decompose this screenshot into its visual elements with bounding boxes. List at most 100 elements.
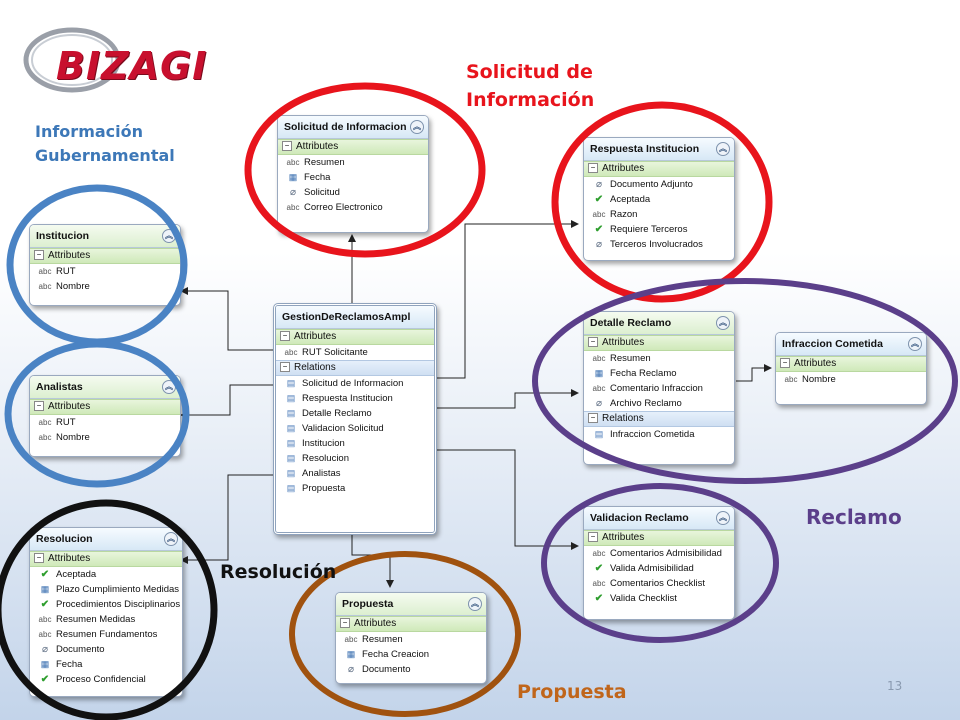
attributes-section[interactable]: −Attributes bbox=[30, 248, 180, 264]
attribute-row[interactable]: ✔Aceptada bbox=[30, 567, 182, 582]
attribute-row[interactable]: ▦Fecha Creacion bbox=[336, 647, 486, 662]
collapse-icon[interactable]: ︽ bbox=[164, 532, 178, 546]
attribute-row[interactable]: ✔Aceptada bbox=[584, 192, 734, 207]
check-icon: ✔ bbox=[594, 563, 604, 574]
attributes-section[interactable]: −Attributes bbox=[278, 139, 428, 155]
attribute-row[interactable]: ⌀Archivo Reclamo bbox=[584, 396, 734, 411]
relation-row[interactable]: ▤Analistas bbox=[276, 466, 434, 481]
attributes-section[interactable]: −Attributes bbox=[584, 335, 734, 351]
minus-icon: − bbox=[282, 141, 292, 152]
relation-row[interactable]: ▤Infraccion Cometida bbox=[584, 427, 734, 442]
abc-icon: abc bbox=[592, 210, 606, 219]
collapse-icon[interactable]: ︽ bbox=[908, 337, 922, 351]
relation-row[interactable]: ▤Detalle Reclamo bbox=[276, 406, 434, 421]
logo-text: BIZAGI bbox=[56, 44, 208, 88]
relation-row[interactable]: ▤Validacion Solicitud bbox=[276, 421, 434, 436]
collapse-icon[interactable]: ︽ bbox=[716, 511, 730, 525]
attribute-row[interactable]: ⌀Solicitud bbox=[278, 185, 428, 200]
attributes-section[interactable]: −Attributes bbox=[30, 399, 180, 415]
collapse-icon[interactable]: ︽ bbox=[716, 316, 730, 330]
attributes-section[interactable]: −Attributes bbox=[30, 551, 182, 567]
attribute-name: RUT bbox=[56, 417, 76, 428]
attribute-row[interactable]: ✔Requiere Terceros bbox=[584, 222, 734, 237]
attribute-name: Documento bbox=[56, 644, 105, 655]
attribute-name: Comentario Infraccion bbox=[610, 383, 703, 394]
relation-row[interactable]: ▤Propuesta bbox=[276, 481, 434, 496]
relation-row[interactable]: ▤Institucion bbox=[276, 436, 434, 451]
attribute-row[interactable]: ⌀Documento bbox=[336, 662, 486, 677]
attribute-row[interactable]: ⌀Terceros Involucrados bbox=[584, 237, 734, 252]
entity-title: Respuesta Institucion︽ bbox=[584, 138, 734, 161]
connector-respuesta bbox=[433, 220, 579, 379]
attribute-name: Aceptada bbox=[610, 194, 651, 205]
label-reclamo: Reclamo bbox=[806, 505, 902, 529]
attribute-name: Resumen bbox=[304, 157, 345, 168]
relation-row[interactable]: ▤Solicitud de Informacion bbox=[276, 376, 434, 391]
attribute-row[interactable]: ✔Valida Admisibilidad bbox=[584, 561, 734, 576]
attribute-row[interactable]: ⌀Documento bbox=[30, 642, 182, 657]
attribute-row[interactable]: ▦Plazo Cumplimiento Medidas bbox=[30, 582, 182, 597]
entity-title: Detalle Reclamo︽ bbox=[584, 312, 734, 335]
collapse-icon[interactable]: ︽ bbox=[162, 380, 176, 394]
attributes-section[interactable]: −Attributes bbox=[776, 356, 926, 372]
collapse-icon[interactable]: ︽ bbox=[468, 597, 482, 611]
attribute-row[interactable]: ✔Proceso Confidencial bbox=[30, 672, 182, 687]
relation-name: Solicitud de Informacion bbox=[302, 378, 404, 389]
entity-title: Validacion Reclamo︽ bbox=[584, 507, 734, 530]
attribute-row[interactable]: ▦Fecha Reclamo bbox=[584, 366, 734, 381]
attribute-row[interactable]: ⌀Documento Adjunto bbox=[584, 177, 734, 192]
label-resolucion: Resolución bbox=[220, 561, 337, 583]
attribute-name: Comentarios Checklist bbox=[610, 578, 706, 589]
relations-section[interactable]: −Relations bbox=[276, 360, 434, 376]
attribute-row[interactable]: ▦Fecha bbox=[30, 657, 182, 672]
relations-section[interactable]: −Relations bbox=[584, 411, 734, 427]
relation-row[interactable]: ▤Respuesta Institucion bbox=[276, 391, 434, 406]
attribute-row[interactable]: ▦Fecha bbox=[278, 170, 428, 185]
attribute-row[interactable]: ✔Valida Checklist bbox=[584, 591, 734, 606]
attributes-section[interactable]: −Attributes bbox=[584, 161, 734, 177]
collapse-icon[interactable]: ︽ bbox=[716, 142, 730, 156]
abc-icon: abc bbox=[38, 267, 52, 276]
entity-solicitud-de-informacion[interactable]: Solicitud de Informacion︽ −Attributes ab… bbox=[277, 115, 429, 233]
relation-row[interactable]: ▤Resolucion bbox=[276, 451, 434, 466]
entity-respuesta-institucion[interactable]: Respuesta Institucion︽ −Attributes ⌀Docu… bbox=[583, 137, 735, 261]
page-number: 13 bbox=[887, 679, 903, 693]
entity-resolucion[interactable]: Resolucion︽ −Attributes ✔Aceptada▦Plazo … bbox=[29, 527, 183, 697]
attribute-name: Aceptada bbox=[56, 569, 97, 580]
minus-icon: − bbox=[280, 362, 290, 373]
attributes-section[interactable]: −Attributes bbox=[584, 530, 734, 546]
attributes-section[interactable]: −Attributes bbox=[336, 616, 486, 632]
collapse-icon[interactable]: ︽ bbox=[410, 120, 424, 134]
highlight-ellipse-purple-detalle bbox=[532, 278, 958, 484]
relation-name: Respuesta Institucion bbox=[302, 393, 393, 404]
entity-title: Institucion︽ bbox=[30, 225, 180, 248]
attributes-section[interactable]: −Attributes bbox=[276, 329, 434, 345]
attribute-name: Fecha Creacion bbox=[362, 649, 430, 660]
abc-icon: abc bbox=[38, 630, 52, 639]
attribute-row[interactable]: ✔Procedimientos Disciplinarios bbox=[30, 597, 182, 612]
